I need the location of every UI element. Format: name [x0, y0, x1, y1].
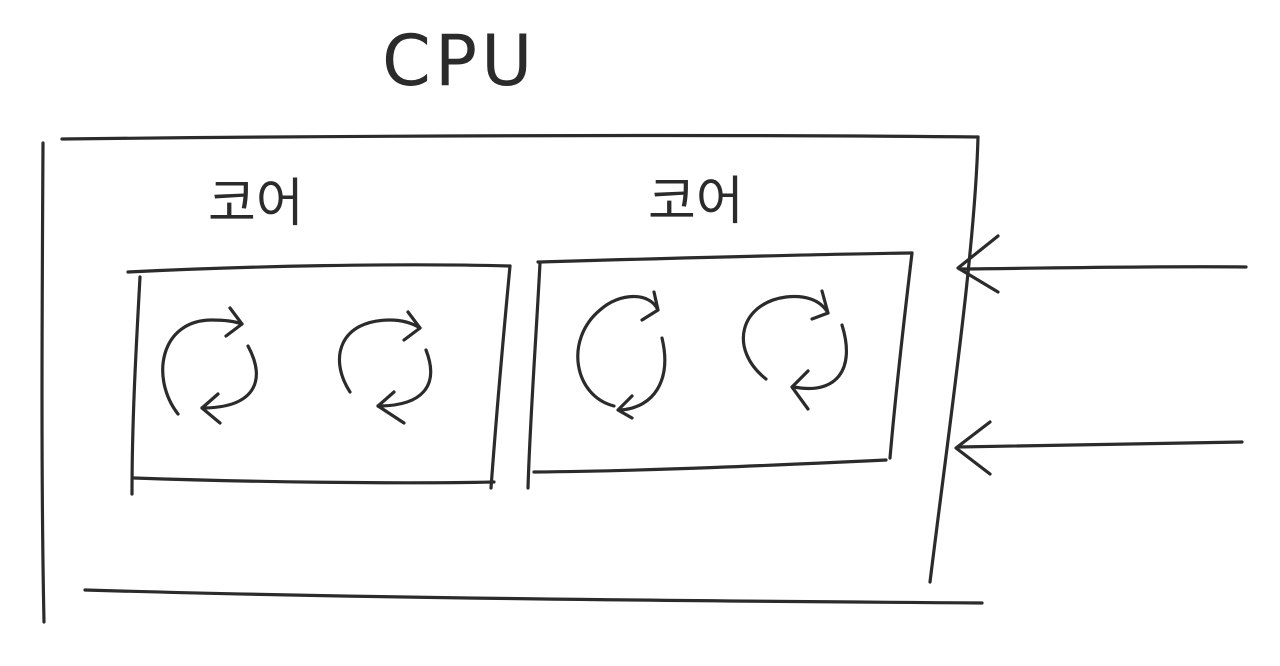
thread-cycle-icon [741, 289, 848, 411]
incoming-arrow-bottom [954, 420, 1244, 476]
core-box-2 [526, 251, 914, 490]
cpu-box-right [928, 135, 980, 584]
thread-cycle-icon [161, 306, 258, 425]
core-2-top [536, 251, 914, 264]
cpu-box-bottom [83, 588, 984, 605]
cpu-box-left [40, 141, 46, 624]
incoming-arrow-top [956, 234, 1248, 294]
core-1-right [489, 264, 512, 490]
cpu-label: CPU [382, 20, 537, 102]
core-1-top [126, 263, 512, 274]
core-1-bottom [132, 476, 496, 485]
core-box-1 [126, 263, 512, 496]
core-2-bottom [532, 458, 888, 474]
core-1-left [130, 275, 142, 496]
core-2-left [526, 261, 542, 490]
core-label: 코어 [208, 174, 304, 234]
core-label: 코어 [648, 172, 744, 232]
core-2-right [888, 251, 914, 460]
thread-cycle-icon [337, 310, 433, 425]
thread-cycle-icon [576, 290, 667, 420]
cpu-box [40, 133, 984, 624]
cpu-box-top [60, 133, 980, 141]
